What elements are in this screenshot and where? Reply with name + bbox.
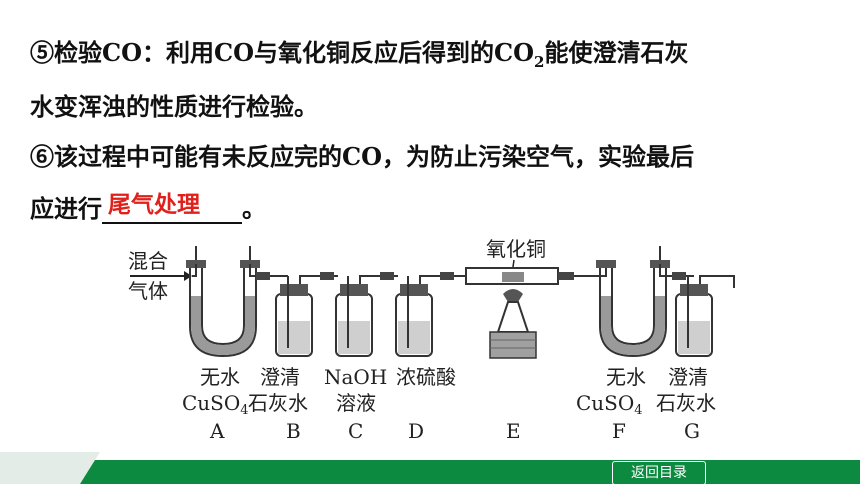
bottle-c — [335, 275, 398, 357]
footer-light-tab — [0, 452, 100, 484]
connector-a-b — [256, 272, 270, 280]
label-b-2: 石灰水 — [248, 391, 308, 415]
letter-d: D — [408, 419, 424, 443]
letter-a: A — [209, 419, 225, 443]
label-c-2: 溶液 — [336, 391, 376, 415]
paragraph-step5: ⑤检验CO：利用CO与氧化铜反应后得到的CO2能使澄清石灰 — [30, 38, 688, 77]
connector-d-e — [440, 272, 454, 280]
step6-pre: 应进行 — [30, 194, 102, 223]
connector-b-c — [320, 272, 334, 280]
paragraph-step6-continued: 应进行尾气处理 。 — [30, 192, 266, 224]
label-a-1: 无水 — [200, 365, 240, 389]
label-f-1: 无水 — [606, 365, 646, 389]
input-label-2: 气体 — [128, 279, 168, 303]
label-g-1: 澄清 — [668, 365, 708, 389]
bottle-g — [675, 275, 735, 357]
back-to-toc-button[interactable]: 返回目录 — [612, 461, 706, 485]
u-tube-a — [186, 246, 260, 358]
paragraph-step5-continued: 水变浑浊的性质进行检验。 — [30, 92, 318, 121]
input-arrow-head — [184, 271, 192, 281]
answer-text: 尾气处理 — [108, 192, 200, 218]
u-tube-f — [596, 246, 670, 358]
label-b-1: 澄清 — [260, 365, 300, 389]
tube-a-b — [249, 264, 288, 277]
paragraph-step6: ⑥该过程中可能有未反应完的CO，为防止污染空气，实验最后 — [30, 142, 695, 171]
letter-b: B — [286, 419, 301, 443]
answer-blank: 尾气处理 — [102, 192, 242, 224]
apparatus-diagram: 混合 气体 氧化铜 — [128, 237, 735, 443]
label-f-2: CuSO4 — [576, 391, 643, 418]
label-c-1: NaOH — [324, 365, 387, 389]
letter-g: G — [684, 419, 700, 443]
footer-bar: 返回目录 — [0, 452, 860, 485]
step5-text: ⑤检验CO：利用CO与氧化铜反应后得到的CO — [30, 38, 535, 67]
burner-e — [489, 289, 537, 359]
bottle-d — [395, 275, 466, 357]
label-a-2: CuSO4 — [182, 391, 249, 418]
connector-f-g — [672, 272, 686, 280]
input-label-1: 混合 — [128, 249, 168, 273]
combustion-tube-e — [465, 267, 574, 285]
co2-subscript: 2 — [534, 52, 545, 71]
letter-f: F — [612, 419, 626, 443]
bottle-b — [275, 275, 338, 357]
cuo-label: 氧化铜 — [486, 237, 546, 261]
letter-c: C — [348, 419, 363, 443]
letter-e: E — [506, 419, 521, 443]
connector-c-d — [380, 272, 394, 280]
label-g-2: 石灰水 — [656, 391, 716, 415]
label-d-1: 浓硫酸 — [396, 365, 456, 389]
footer-green-strip — [0, 460, 860, 484]
step6-post: 。 — [242, 194, 266, 223]
step5-tail: 能使澄清石灰 — [544, 38, 689, 67]
